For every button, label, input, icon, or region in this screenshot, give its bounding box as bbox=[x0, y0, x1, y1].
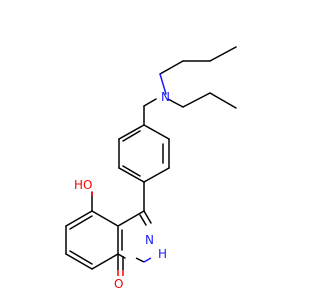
bond-c-c bbox=[209, 46, 237, 62]
bond-aromatic bbox=[118, 167, 145, 183]
amine-nitrogen-label: N bbox=[161, 90, 170, 104]
carbonyl-oxygen-label: O bbox=[114, 277, 123, 291]
bond-n-c bbox=[159, 73, 167, 95]
bond-double-inner bbox=[139, 214, 147, 226]
background bbox=[0, 0, 300, 300]
bond-ring bbox=[65, 253, 93, 270]
bond-double-inner bbox=[69, 250, 93, 265]
lactam-h-label: H bbox=[158, 247, 167, 261]
molecule-drawing: N HO H N O bbox=[0, 0, 300, 300]
structure-canvas: N HO H N O bbox=[0, 0, 300, 300]
bond-ring bbox=[91, 210, 119, 227]
bond-n-c bbox=[143, 257, 152, 263]
bond-ring bbox=[117, 253, 126, 259]
bond-ring bbox=[117, 210, 145, 227]
bond-ring bbox=[65, 210, 93, 227]
bond-aromatic bbox=[143, 124, 170, 140]
bond-n-c bbox=[143, 98, 157, 107]
bond-n-c bbox=[135, 257, 145, 263]
bond-n-c bbox=[167, 98, 184, 108]
bond-ring bbox=[91, 253, 119, 270]
hydroxyl-label: HO bbox=[74, 178, 92, 192]
bond-c-c bbox=[182, 92, 211, 108]
bond-c-c bbox=[159, 60, 184, 75]
bond-c-c bbox=[209, 92, 237, 109]
bond-ring bbox=[143, 210, 152, 224]
lactam-nitrogen-label: N bbox=[145, 233, 154, 247]
bond-aromatic bbox=[118, 124, 145, 140]
bond-aromatic-inner bbox=[122, 130, 141, 142]
bond-double-inner bbox=[69, 215, 93, 230]
bond-aromatic-inner bbox=[122, 165, 141, 177]
bond-lines bbox=[65, 46, 237, 270]
bond-aromatic bbox=[143, 167, 170, 183]
